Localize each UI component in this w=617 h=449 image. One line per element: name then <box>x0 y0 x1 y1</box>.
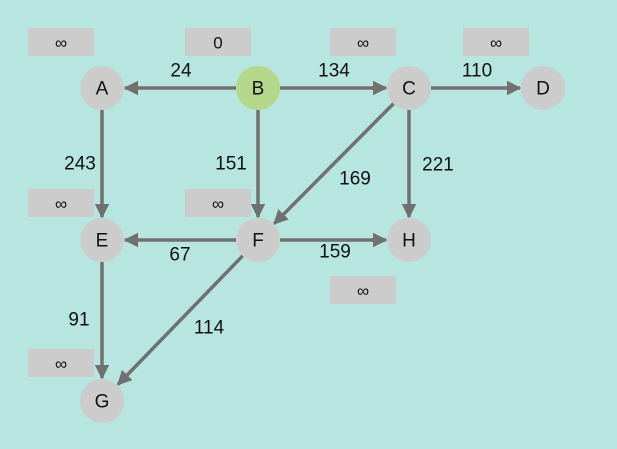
node-circle-h <box>387 218 431 262</box>
edge-weight-e-g: 91 <box>68 310 89 331</box>
edge-weight-c-d: 110 <box>462 61 492 82</box>
node-label-e: E <box>96 231 109 252</box>
node-circle-c <box>387 66 431 110</box>
distance-value-d: ∞ <box>490 34 502 53</box>
distance-box-bg-d <box>463 28 529 56</box>
distance-box-h: ∞ <box>330 276 396 304</box>
distance-value-c: ∞ <box>357 34 369 53</box>
node-f[interactable]: F <box>236 218 280 262</box>
node-label-c: C <box>402 79 416 100</box>
distance-box-g: ∞ <box>28 349 94 377</box>
edges-layer <box>94 80 522 386</box>
node-c[interactable]: C <box>387 66 431 110</box>
node-b[interactable]: B <box>236 66 280 110</box>
distance-value-e: ∞ <box>55 195 67 214</box>
distance-value-h: ∞ <box>357 282 369 301</box>
distance-box-bg-b <box>185 28 251 56</box>
distance-labels-layer: ∞ 0 ∞ ∞ ∞ ∞ ∞ ∞ <box>28 28 529 377</box>
distance-box-e: ∞ <box>28 189 94 217</box>
distance-box-bg-e <box>28 189 94 217</box>
node-h[interactable]: H <box>387 218 431 262</box>
distance-box-bg-g <box>28 349 94 377</box>
edge-f-g <box>116 254 244 386</box>
distance-value-f: ∞ <box>212 195 224 214</box>
node-circle-a <box>80 66 124 110</box>
edge-weight-c-h: 221 <box>422 155 454 176</box>
edge-weight-b-f: 151 <box>215 154 247 175</box>
node-g[interactable]: G <box>80 379 124 423</box>
edge-c-f <box>272 102 395 225</box>
node-label-d: D <box>536 79 550 100</box>
distance-value-b: 0 <box>213 34 222 53</box>
distance-box-bg-c <box>330 28 396 56</box>
node-label-b: B <box>252 79 265 100</box>
edge-weight-b-a: 24 <box>170 61 192 82</box>
node-circle-b <box>236 66 280 110</box>
distance-box-bg-a <box>28 28 94 56</box>
distance-value-a: ∞ <box>55 34 67 53</box>
node-label-f: F <box>252 231 264 252</box>
distance-box-bg-f <box>185 189 251 217</box>
edge-weight-c-f: 169 <box>339 169 371 190</box>
distance-box-a: ∞ <box>28 28 94 56</box>
edge-weight-f-e: 67 <box>169 245 190 266</box>
node-a[interactable]: A <box>80 66 124 110</box>
nodes-layer: A B C D E F G H <box>80 66 565 423</box>
edge-weight-f-h: 159 <box>319 242 351 263</box>
node-circle-e <box>80 218 124 262</box>
node-circle-f <box>236 218 280 262</box>
node-d[interactable]: D <box>521 66 565 110</box>
distance-box-c: ∞ <box>330 28 396 56</box>
node-label-a: A <box>96 79 109 100</box>
distance-value-g: ∞ <box>55 355 67 374</box>
node-label-h: H <box>402 231 416 252</box>
node-circle-d <box>521 66 565 110</box>
edge-weight-f-g: 114 <box>194 318 225 339</box>
node-label-g: G <box>95 392 110 413</box>
edge-weights-layer: 24 134 110 243 151 169 221 67 159 91 114 <box>64 61 492 339</box>
distance-box-d: ∞ <box>463 28 529 56</box>
edge-weight-b-c: 134 <box>318 61 350 82</box>
node-circle-g <box>80 379 124 423</box>
distance-box-bg-h <box>330 276 396 304</box>
distance-box-b: 0 <box>185 28 251 56</box>
distance-box-f: ∞ <box>185 189 251 217</box>
node-e[interactable]: E <box>80 218 124 262</box>
edge-weight-a-e: 243 <box>64 154 96 175</box>
